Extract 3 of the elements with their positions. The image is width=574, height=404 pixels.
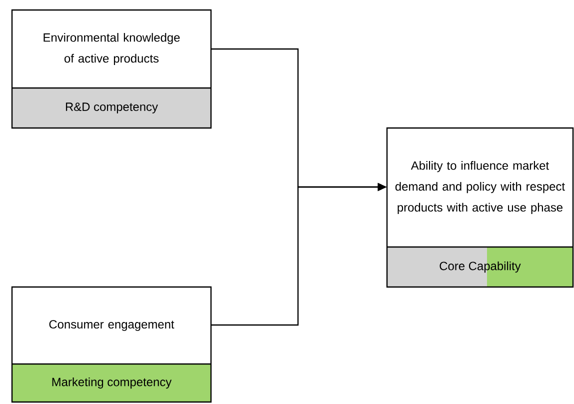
competency-card: Consumer engagement Marketing competency	[11, 286, 212, 403]
competency-card: Environmental knowledge of active products R&D competency	[11, 9, 212, 129]
capability-card: Ability to influence market demand and policy with respect products with active use phase Core Capability	[386, 127, 574, 288]
